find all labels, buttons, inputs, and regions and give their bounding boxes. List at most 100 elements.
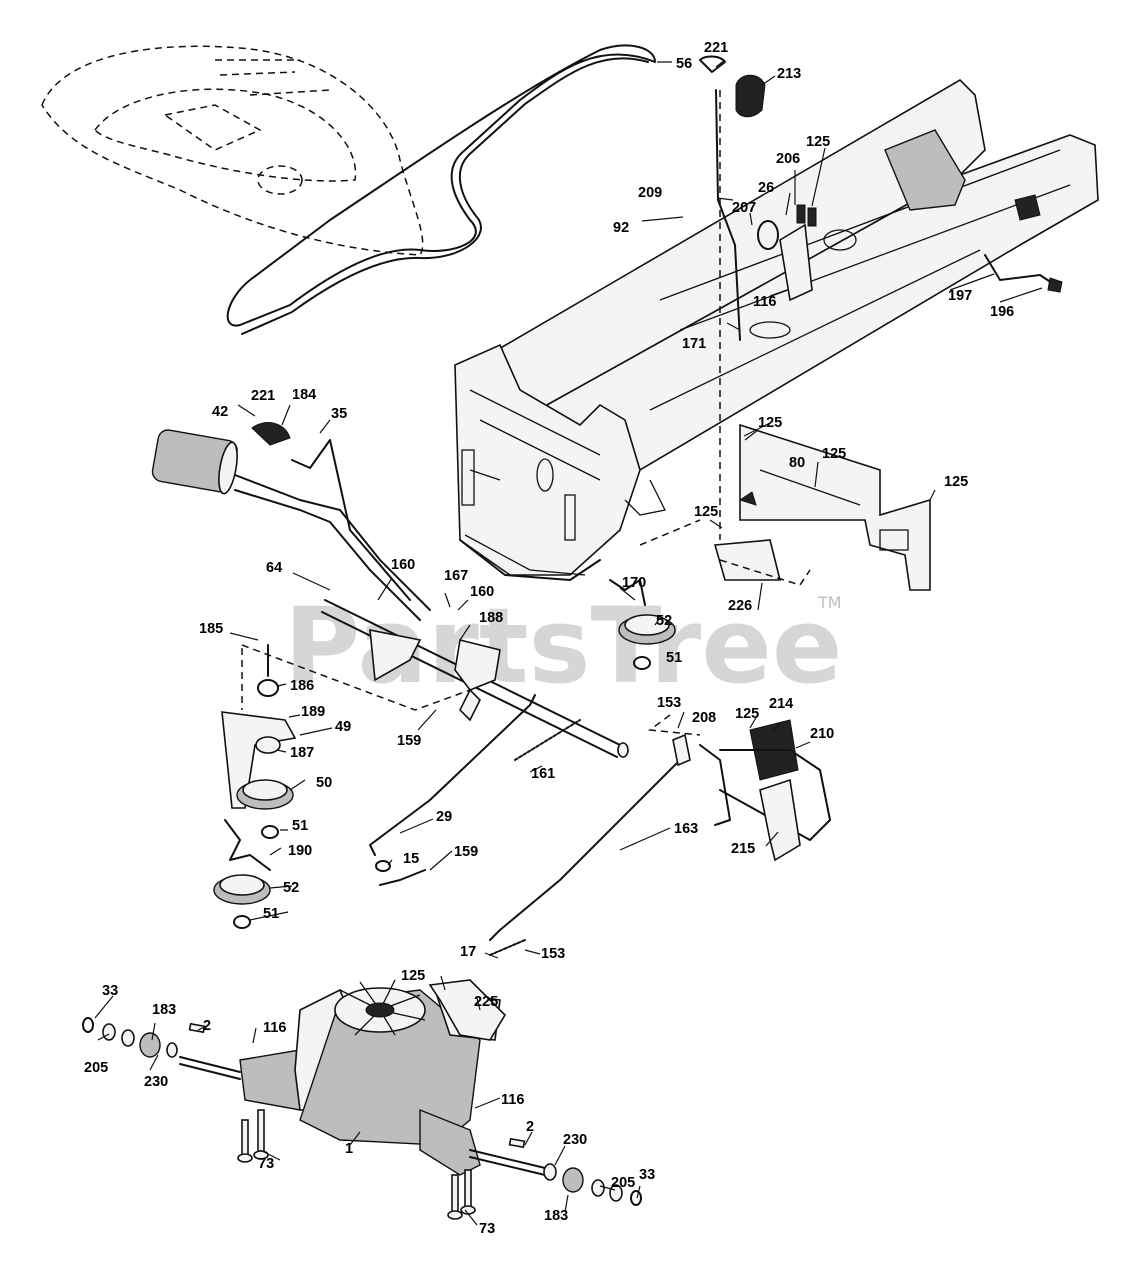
part-callout-56: 56 xyxy=(676,56,692,72)
idler-assembly xyxy=(213,644,297,929)
part-callout-208: 208 xyxy=(692,710,716,726)
part-callout-163: 163 xyxy=(674,821,698,837)
pin-159 xyxy=(379,869,426,886)
part-callout-51: 51 xyxy=(292,818,308,834)
part-callout-197: 197 xyxy=(948,288,972,304)
axle-hardware-left xyxy=(82,1017,206,1058)
part-callout-50: 50 xyxy=(316,775,332,791)
spring-17 xyxy=(489,939,526,956)
part-callout-213: 213 xyxy=(777,66,801,82)
part-callout-64: 64 xyxy=(266,560,282,576)
part-callout-215: 215 xyxy=(731,841,755,857)
main-frame xyxy=(454,78,1099,581)
part-callout-125: 125 xyxy=(822,446,846,462)
part-callout-51: 51 xyxy=(666,650,682,666)
axle-hardware-right xyxy=(508,1137,642,1206)
part-callout-167: 167 xyxy=(444,568,468,584)
part-callout-221: 221 xyxy=(704,40,728,56)
clip-208 xyxy=(672,733,691,767)
part-callout-80: 80 xyxy=(789,455,805,471)
washer-15 xyxy=(375,860,391,872)
part-callout-73: 73 xyxy=(479,1221,495,1237)
part-callout-125: 125 xyxy=(694,504,718,520)
part-callout-226: 226 xyxy=(728,598,752,614)
spring-161 xyxy=(514,719,581,761)
part-callout-33: 33 xyxy=(639,1167,655,1183)
part-callout-160: 160 xyxy=(470,584,494,600)
part-callout-188: 188 xyxy=(479,610,503,626)
part-callout-17: 17 xyxy=(460,944,476,960)
part-callout-186: 186 xyxy=(290,678,314,694)
mower-deck-outline xyxy=(41,45,424,256)
part-callout-160: 160 xyxy=(391,557,415,573)
part-callout-116: 116 xyxy=(263,1020,286,1036)
rear-bracket xyxy=(738,423,931,591)
part-callout-153: 153 xyxy=(657,695,681,711)
cross-shaft xyxy=(321,599,629,758)
part-callout-2: 2 xyxy=(203,1018,211,1034)
part-callout-225: 225 xyxy=(474,994,498,1010)
part-callout-159: 159 xyxy=(454,844,478,860)
part-callout-214: 214 xyxy=(769,696,793,712)
part-callout-125: 125 xyxy=(401,968,425,984)
part-callout-26: 26 xyxy=(758,180,774,196)
part-callout-210: 210 xyxy=(810,726,834,742)
part-callout-125: 125 xyxy=(735,706,759,722)
lever-35 xyxy=(291,439,411,601)
part-callout-171: 171 xyxy=(682,336,706,352)
part-callout-52: 52 xyxy=(656,613,672,629)
part-callout-185: 185 xyxy=(199,621,223,637)
part-callout-187: 187 xyxy=(290,745,314,761)
idler-pulley-right xyxy=(609,579,676,670)
trademark-mark: TM xyxy=(817,593,842,612)
part-callout-205: 205 xyxy=(84,1060,108,1076)
part-callout-190: 190 xyxy=(288,843,312,859)
part-callout-184: 184 xyxy=(292,387,316,403)
part-callout-206: 206 xyxy=(776,151,800,167)
part-callout-51: 51 xyxy=(263,906,279,922)
part-callout-125: 125 xyxy=(758,415,782,431)
part-callout-209: 209 xyxy=(638,185,662,201)
part-callout-153: 153 xyxy=(541,946,565,962)
part-callout-230: 230 xyxy=(144,1074,168,1090)
part-callout-183: 183 xyxy=(152,1002,176,1018)
part-callout-33: 33 xyxy=(102,983,118,999)
bolt-196 xyxy=(1047,277,1063,293)
drive-belt xyxy=(226,44,656,335)
part-callout-125: 125 xyxy=(806,134,830,150)
rod-163 xyxy=(489,751,688,941)
lift-handle xyxy=(151,429,431,621)
part-callout-183: 183 xyxy=(544,1208,568,1224)
part-callout-29: 29 xyxy=(436,809,452,825)
rod-197 xyxy=(984,254,1056,286)
link-rod-29 xyxy=(369,694,536,856)
part-callout-52: 52 xyxy=(283,880,299,896)
part-callout-2: 2 xyxy=(526,1119,534,1135)
part-callout-73: 73 xyxy=(258,1156,274,1172)
part-callout-116: 116 xyxy=(501,1092,524,1108)
part-callout-205: 205 xyxy=(611,1175,635,1191)
part-callout-42: 42 xyxy=(212,404,228,420)
part-callout-116: 116 xyxy=(753,294,776,310)
part-callout-170: 170 xyxy=(622,575,646,591)
part-callout-196: 196 xyxy=(990,304,1014,320)
knob-184 xyxy=(251,422,291,446)
bracket-226 xyxy=(713,539,782,581)
part-callout-125: 125 xyxy=(944,474,968,490)
part-callout-15: 15 xyxy=(403,851,419,867)
shield-225 xyxy=(428,979,507,1041)
part-callout-207: 207 xyxy=(732,200,756,216)
part-callout-1: 1 xyxy=(345,1141,353,1157)
leader-lines xyxy=(94,59,1043,1226)
part-callout-221: 221 xyxy=(251,388,275,404)
transaxle xyxy=(179,979,546,1176)
part-callout-189: 189 xyxy=(301,704,325,720)
part-callout-49: 49 xyxy=(335,719,351,735)
part-callout-35: 35 xyxy=(331,406,347,422)
pedal-assembly xyxy=(699,719,831,862)
part-callout-230: 230 xyxy=(563,1132,587,1148)
part-callout-92: 92 xyxy=(613,220,629,236)
